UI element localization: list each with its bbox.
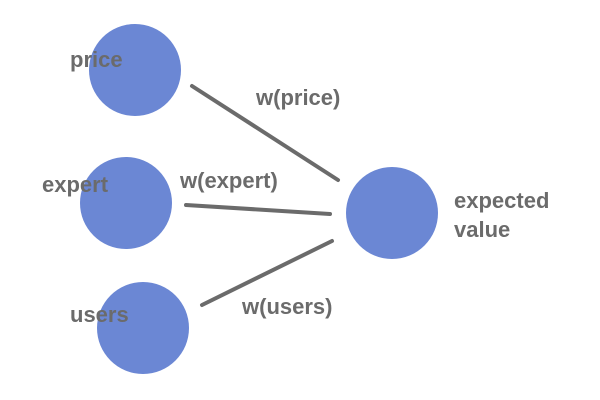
edge-expert-to-expected-value (184, 203, 332, 216)
input-node-price (89, 24, 181, 116)
input-node-expert (80, 157, 172, 249)
node-label-expected-value-line-2: value (454, 217, 510, 242)
edge-label-users-weight: w(users) (241, 294, 332, 319)
output-node-expected-value (346, 167, 438, 259)
node-label-expected-value-line-1: expected (454, 188, 549, 213)
edge-users-to-expected-value (200, 239, 334, 307)
edge-label-price-weight: w(price) (255, 85, 340, 110)
edge-price-to-expected-value (190, 84, 340, 182)
node-label-users: users (70, 302, 129, 327)
node-label-expert: expert (42, 172, 109, 197)
edge-label-expert-weight: w(expert) (179, 168, 278, 193)
node-label-price: price (70, 47, 123, 72)
input-node-users (97, 282, 189, 374)
